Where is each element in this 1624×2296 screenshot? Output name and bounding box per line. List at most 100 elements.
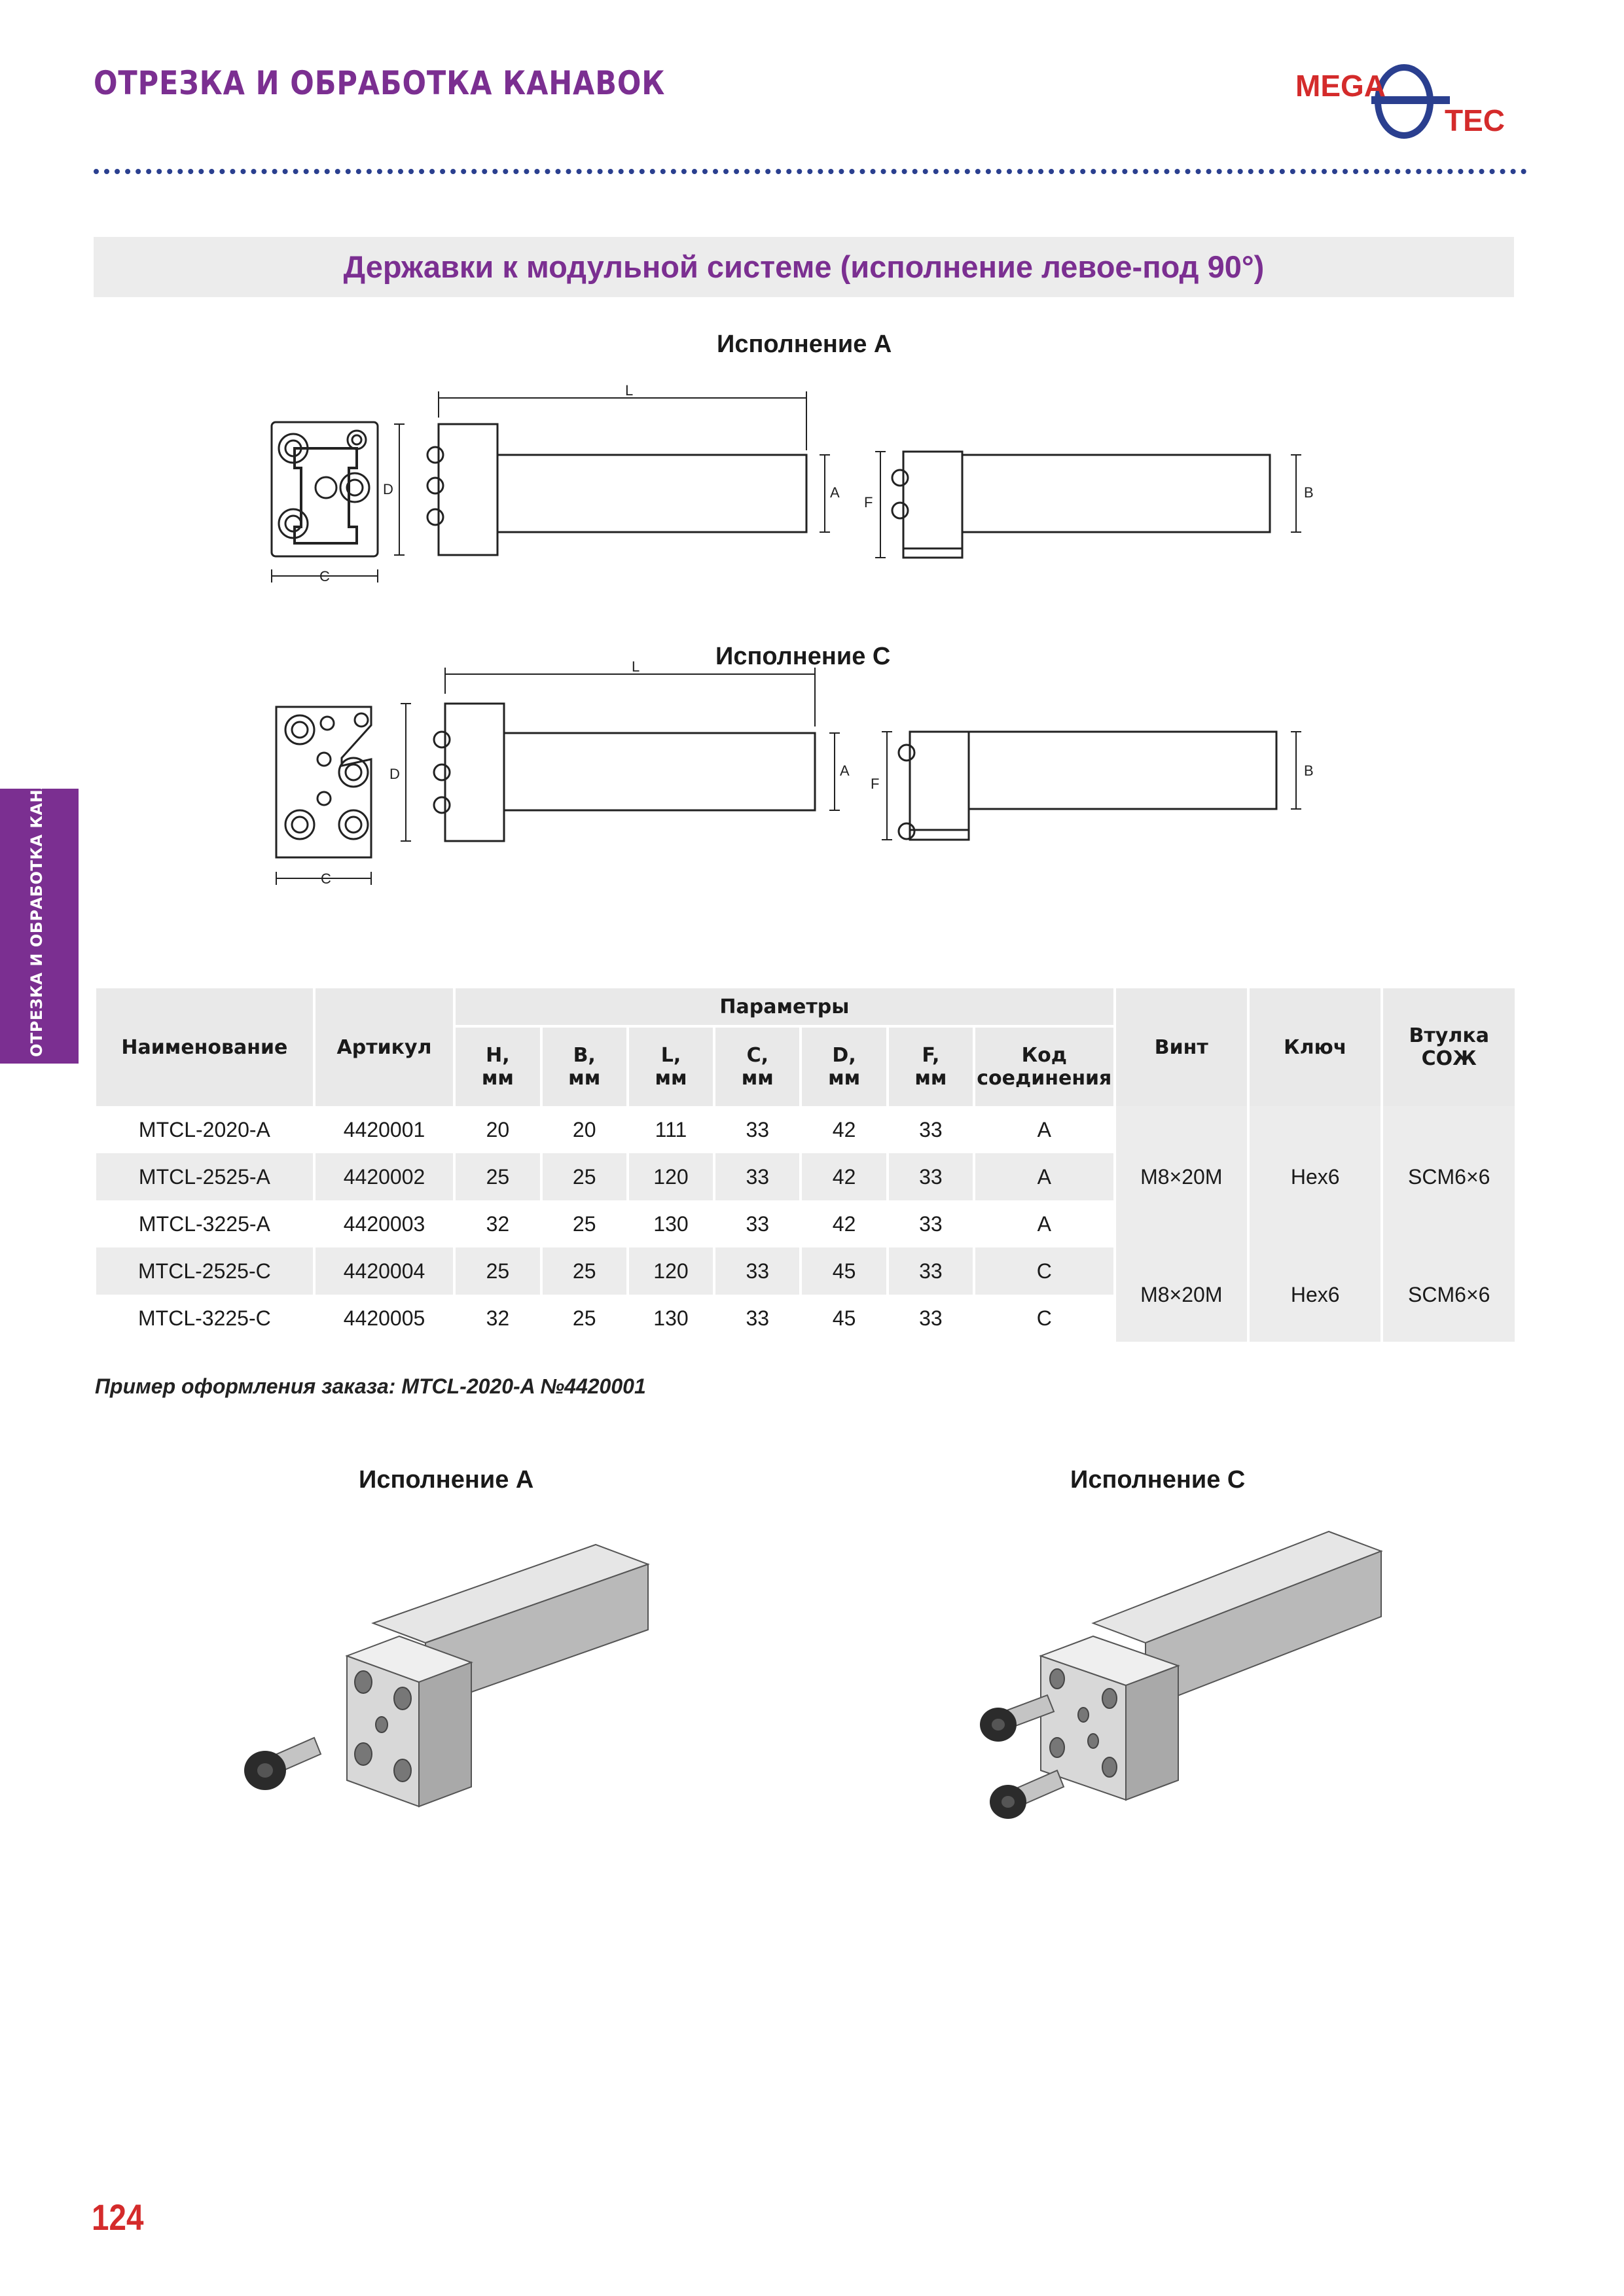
side-view-c-head [444, 702, 505, 842]
dim-label-b-c: B [1304, 762, 1314, 779]
cell-h: 20 [486, 1117, 510, 1141]
cell-d: 42 [832, 1117, 856, 1141]
dim-label-d-c: D [389, 766, 400, 782]
cell-article: 4420003 [343, 1211, 425, 1236]
header-screw: Винт [1115, 988, 1248, 1106]
drawing-c [275, 668, 1301, 885]
top-view-c-head [909, 730, 970, 841]
dim-label-a-c: A [840, 762, 850, 779]
cell-b: 25 [572, 1211, 596, 1236]
cell-f: 33 [919, 1211, 943, 1236]
cell-code: A [1037, 1117, 1051, 1141]
header-c: C,мм [715, 1028, 800, 1106]
section-title-bar [94, 237, 1514, 297]
cell-l: 130 [653, 1211, 689, 1236]
side-view-c-shank [503, 732, 816, 812]
technical-drawings: L D A F B C L D A F B C [270, 382, 1314, 887]
cell-screw-group1: M8×20M [1115, 1106, 1248, 1247]
header-f-label: F, [922, 1044, 940, 1067]
cell-code: C [1036, 1306, 1052, 1330]
header-f-unit: мм [914, 1067, 947, 1090]
cell-name: MTCL-2525-A [96, 1153, 313, 1200]
mega-tec-logo: MEGA TEC [1295, 64, 1505, 139]
header-h-unit: мм [481, 1067, 514, 1090]
side-view-a-head [437, 423, 499, 556]
isometric-view-a [244, 1543, 650, 1808]
cell-article: 4420004 [315, 1247, 454, 1295]
header-d-unit: мм [828, 1067, 861, 1090]
dim-label-a-a: A [830, 484, 840, 501]
cell-f: 33 [888, 1153, 973, 1200]
view-caption-c: Исполнение C [1070, 1466, 1246, 1494]
cell-name: MTCL-3225-C [138, 1306, 271, 1330]
dim-label-c-a: C [319, 568, 330, 584]
table-row: MTCL-3225-C 4420005 32 25 130 33 45 33 C [96, 1295, 1515, 1342]
cell-article: 4420005 [343, 1306, 425, 1330]
drawing-a [270, 391, 1301, 583]
cell-d: 42 [802, 1153, 886, 1200]
header-divider [94, 169, 1527, 174]
header-l-label: L, [660, 1044, 681, 1067]
screw-a [244, 1736, 322, 1790]
cell-f: 33 [919, 1117, 943, 1141]
page-number: 124 [92, 2197, 144, 2238]
dim-label-f-a: F [864, 494, 873, 511]
cell-l: 120 [628, 1247, 713, 1295]
drawing-a-labels: L D A F B C [319, 382, 1314, 584]
header-h: H,мм [456, 1028, 540, 1106]
logo-tec-text: TEC [1445, 103, 1505, 137]
table-row: MTCL-2020-A 4420001 20 20 111 33 42 33 A… [96, 1106, 1515, 1247]
dim-label-b-a: B [1304, 484, 1314, 501]
drawing-c-labels: L D A F B C [321, 658, 1314, 887]
header-sleeve: Втулка СОЖ [1383, 988, 1515, 1106]
cell-c: 33 [746, 1211, 770, 1236]
cell-d: 42 [832, 1211, 856, 1236]
cell-name: MTCL-3225-A [138, 1211, 270, 1236]
header-params: Параметры [456, 988, 1113, 1028]
cell-sleeve-group2: SCM6×6 [1383, 1247, 1515, 1342]
header-b: B,мм [542, 1028, 626, 1106]
table-row: MTCL-3225-A 4420003 32 25 130 33 42 33 A [96, 1200, 1515, 1247]
cell-h: 25 [456, 1153, 540, 1200]
cell-code: C [975, 1247, 1113, 1295]
view-caption-a: Исполнение A [359, 1466, 534, 1494]
side-tab-label: ОТРЕЗКА И ОБРАБОТКА КАНАВОК [27, 738, 46, 1057]
header-d-label: D, [832, 1044, 856, 1067]
cell-sleeve-group1: SCM6×6 [1383, 1106, 1515, 1247]
dim-label-c-c: C [321, 870, 331, 887]
cell-screw-group2: M8×20M [1115, 1247, 1248, 1342]
cell-d: 45 [802, 1247, 886, 1295]
cell-b: 25 [572, 1306, 596, 1330]
page-header-title: ОТРЕЗКА И ОБРАБОТКА КАНАВОК [94, 64, 666, 102]
header-code-line1: Код [1021, 1044, 1067, 1067]
cell-f: 33 [919, 1306, 943, 1330]
header-b-label: B, [573, 1044, 596, 1067]
header-d: D,мм [802, 1028, 886, 1106]
cell-key-group1: Hex6 [1250, 1106, 1381, 1247]
cell-article: 4420002 [315, 1153, 454, 1200]
parameters-table: Наименование Артикул Параметры Винт Ключ… [94, 988, 1517, 1342]
cell-b: 20 [572, 1117, 596, 1141]
header-sleeve-line2: СОЖ [1421, 1047, 1477, 1070]
screw-c-upper [980, 1694, 1055, 1742]
side-tab [0, 789, 79, 1064]
cell-article: 4420001 [343, 1117, 425, 1141]
cell-c: 33 [746, 1117, 770, 1141]
cell-d: 45 [832, 1306, 856, 1330]
side-view-a-shank [496, 454, 808, 533]
cell-h: 32 [486, 1306, 510, 1330]
cell-code: A [1037, 1211, 1051, 1236]
header-l-unit: мм [655, 1067, 687, 1090]
section-title: Державки к модульной системе (исполнение… [343, 249, 1265, 284]
cell-key-group2: Hex6 [1250, 1247, 1381, 1342]
header-code-line2: соединения [977, 1067, 1112, 1090]
top-view-a-head [902, 450, 964, 559]
cell-h: 25 [456, 1247, 540, 1295]
cell-l: 111 [655, 1117, 687, 1141]
cell-b: 25 [542, 1247, 626, 1295]
order-example: Пример оформления заказа: MTCL-2020-A №4… [95, 1374, 646, 1398]
cell-c: 33 [715, 1153, 800, 1200]
logo-mega-text: MEGA [1295, 69, 1386, 103]
table-row: MTCL-2525-A 4420002 25 25 120 33 42 33 A [96, 1153, 1515, 1200]
cell-l: 120 [628, 1153, 713, 1200]
